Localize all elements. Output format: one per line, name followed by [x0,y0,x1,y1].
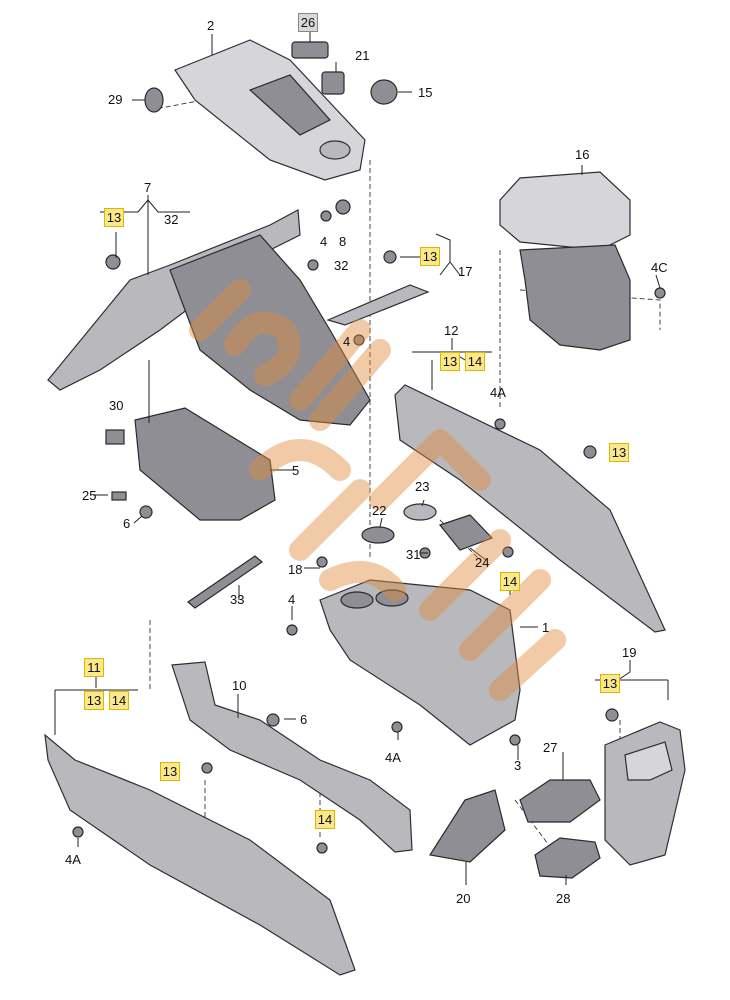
callout-22: 22 [372,503,387,518]
callout-18: 18 [288,562,303,577]
callout-4-c: 4 [288,592,296,607]
callout-1: 1 [542,620,550,635]
callout-28: 28 [556,891,571,906]
callout-13-g: 13 [160,762,180,781]
part-12-side-panel-right [394,384,666,633]
callout-13-e: 13 [600,674,620,693]
callout-31: 31 [406,547,421,562]
callout-19: 19 [622,645,637,660]
part-29-plug [144,87,164,113]
callout-14-c: 14 [109,691,129,710]
part-16-armrest-lid [499,171,631,251]
callout-4A-c: 4A [65,852,81,867]
callout-7: 7 [144,180,152,195]
part-28-vent [534,837,601,879]
callout-12: 12 [444,323,459,338]
callout-16: 16 [575,147,590,162]
part-15-socket [370,79,398,105]
cupholder-right [375,589,409,607]
callout-14-b: 14 [500,572,520,591]
part-19-trim-frame [604,721,686,866]
part-frame-carrier [169,234,371,426]
callout-25: 25 [82,488,97,503]
part-10-air-duct [171,661,413,853]
part-27-vent [519,779,601,823]
callout-8: 8 [339,234,347,249]
bezel-opening [248,74,331,136]
callout-5: 5 [292,463,300,478]
callout-4-a: 4 [320,234,328,249]
part-1-console-body [319,579,521,746]
callout-30: 30 [109,398,124,413]
part-25-tab [111,491,127,501]
part-30-clip [105,429,125,445]
part-24-grille [438,514,494,551]
fasteners [72,199,666,854]
callout-4C: 4C [651,260,668,275]
callout-13-b: 13 [420,247,440,266]
leader-lines [54,30,669,885]
callout-29: 29 [108,92,123,107]
callout-13-f: 13 [84,691,104,710]
callout-20: 20 [456,891,471,906]
callout-33: 33 [230,592,245,607]
part-16-armrest-base [519,244,631,351]
callout-32-b: 32 [334,258,349,273]
callout-13-a: 13 [104,208,124,227]
callout-17: 17 [458,264,473,279]
frame-opening [624,741,673,781]
callout-26: 26 [298,13,318,32]
part-21-switch [321,71,345,95]
part-17-bracket [326,284,430,326]
part-33-rod [187,555,263,609]
part-22-mat [361,526,395,544]
part-26-insert [291,41,329,59]
part-5-bracket [134,407,276,521]
callout-4-b: 4 [343,334,351,349]
callout-15: 15 [418,85,433,100]
callout-14-a: 14 [465,352,485,371]
callout-13-d: 13 [609,443,629,462]
callout-11: 11 [84,658,104,677]
callout-4A-b: 4A [385,750,401,765]
part-11-lower-panel [44,733,356,976]
part-20-duct-piece [429,789,506,863]
callout-6-b: 6 [300,712,308,727]
callout-10: 10 [232,678,247,693]
callout-32-a: 32 [164,212,179,227]
callout-14-d: 14 [315,810,335,829]
watermark [189,279,566,701]
callout-4A-a: 4A [490,385,506,400]
callout-13-c: 13 [440,352,460,371]
callout-24: 24 [475,555,490,570]
callout-27: 27 [543,740,558,755]
part-23-mat [403,503,437,521]
part-2-center-bezel [174,39,366,181]
callout-23: 23 [415,479,430,494]
callout-21: 21 [355,48,370,63]
callout-2: 2 [207,18,215,33]
cupholder-left [340,591,374,609]
callout-3: 3 [514,758,522,773]
bezel-cupholder-ring [319,140,351,160]
callout-6-a: 6 [123,516,131,531]
